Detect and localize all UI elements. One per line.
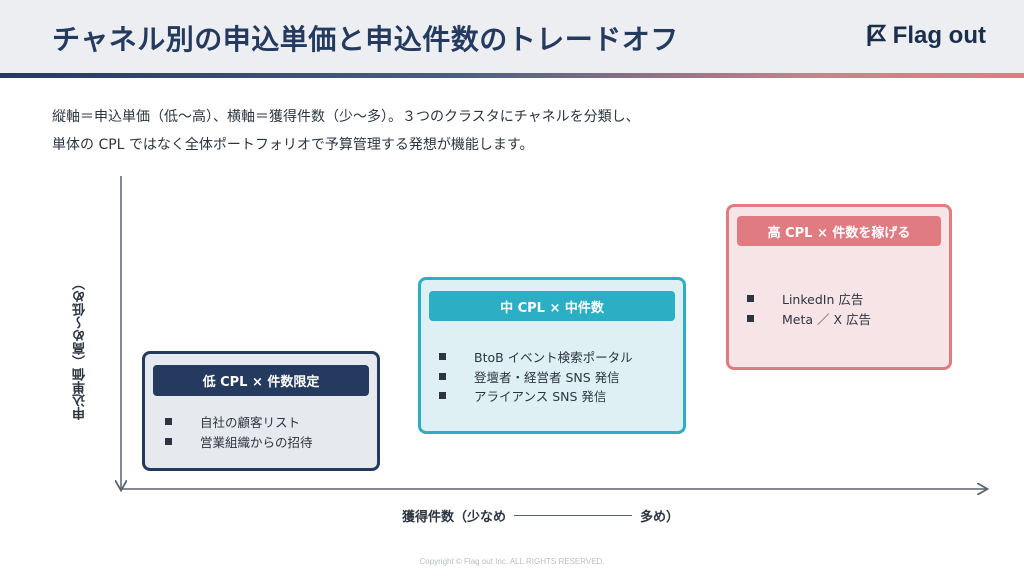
square-bullet-icon	[165, 437, 172, 445]
cluster-mid-cpl-list: BtoB イベント検索ポータル 登壇者・経営者 SNS 発信 アライアンス SN…	[433, 347, 633, 406]
square-bullet-icon	[439, 392, 446, 400]
description-line-2: 単体の CPL ではなく全体ポートフォリオで予算管理する発想が機能します。	[52, 137, 534, 153]
list-item: LinkedIn 広告	[741, 289, 871, 309]
cluster-mid-cpl-title: 中 CPL × 中件数	[429, 291, 675, 321]
square-bullet-icon	[439, 372, 446, 380]
description: 縦軸＝申込単価（低〜高）、横軸＝獲得件数（少〜多）。３つのクラスタにチャネルを分…	[52, 103, 972, 159]
list-item: 自社の顧客リスト	[159, 412, 313, 432]
cluster-low-cpl-list: 自社の顧客リスト 営業組織からの招待	[159, 412, 313, 451]
cluster-high-cpl-list: LinkedIn 広告 Meta ／ X 広告	[741, 289, 871, 328]
cluster-low-cpl-title: 低 CPL × 件数限定	[153, 365, 369, 396]
logo: Flag out	[867, 20, 986, 52]
page-title: チャネル別の申込単価と申込件数のトレードオフ	[52, 23, 679, 56]
cluster-mid-cpl: 中 CPL × 中件数 BtoB イベント検索ポータル 登壇者・経営者 SNS …	[418, 277, 686, 434]
list-item: Meta ／ X 広告	[741, 309, 871, 329]
y-axis-label: 申込単価（高め〜低め）	[73, 277, 88, 420]
square-bullet-icon	[165, 418, 172, 426]
logo-text: Flag out	[892, 22, 986, 49]
x-axis-label-right: 多め）	[640, 510, 680, 525]
square-bullet-icon	[747, 295, 754, 303]
list-item: アライアンス SNS 発信	[433, 386, 633, 406]
square-bullet-icon	[439, 353, 446, 361]
cluster-high-cpl: 高 CPL × 件数を稼げる LinkedIn 広告 Meta ／ X 広告	[726, 204, 952, 370]
description-line-1: 縦軸＝申込単価（低〜高）、横軸＝獲得件数（少〜多）。３つのクラスタにチャネルを分…	[52, 109, 640, 125]
copyright: Copyright © Flag out Inc. ALL RIGHTS RES…	[419, 557, 605, 566]
square-bullet-icon	[747, 314, 754, 322]
x-axis-label: 獲得件数（少なめ 多め）	[402, 506, 679, 525]
flag-icon	[867, 24, 887, 46]
x-axis-label-line	[514, 515, 633, 516]
header-gradient-line	[0, 73, 1024, 78]
cluster-low-cpl: 低 CPL × 件数限定 自社の顧客リスト 営業組織からの招待	[142, 351, 380, 471]
header-bar: チャネル別の申込単価と申込件数のトレードオフ Flag out	[0, 0, 1024, 76]
x-axis-label-left: 獲得件数（少なめ	[402, 510, 507, 525]
list-item: 登壇者・経営者 SNS 発信	[433, 367, 633, 387]
list-item: BtoB イベント検索ポータル	[433, 347, 633, 367]
list-item: 営業組織からの招待	[159, 432, 313, 452]
cluster-high-cpl-title: 高 CPL × 件数を稼げる	[737, 216, 941, 246]
